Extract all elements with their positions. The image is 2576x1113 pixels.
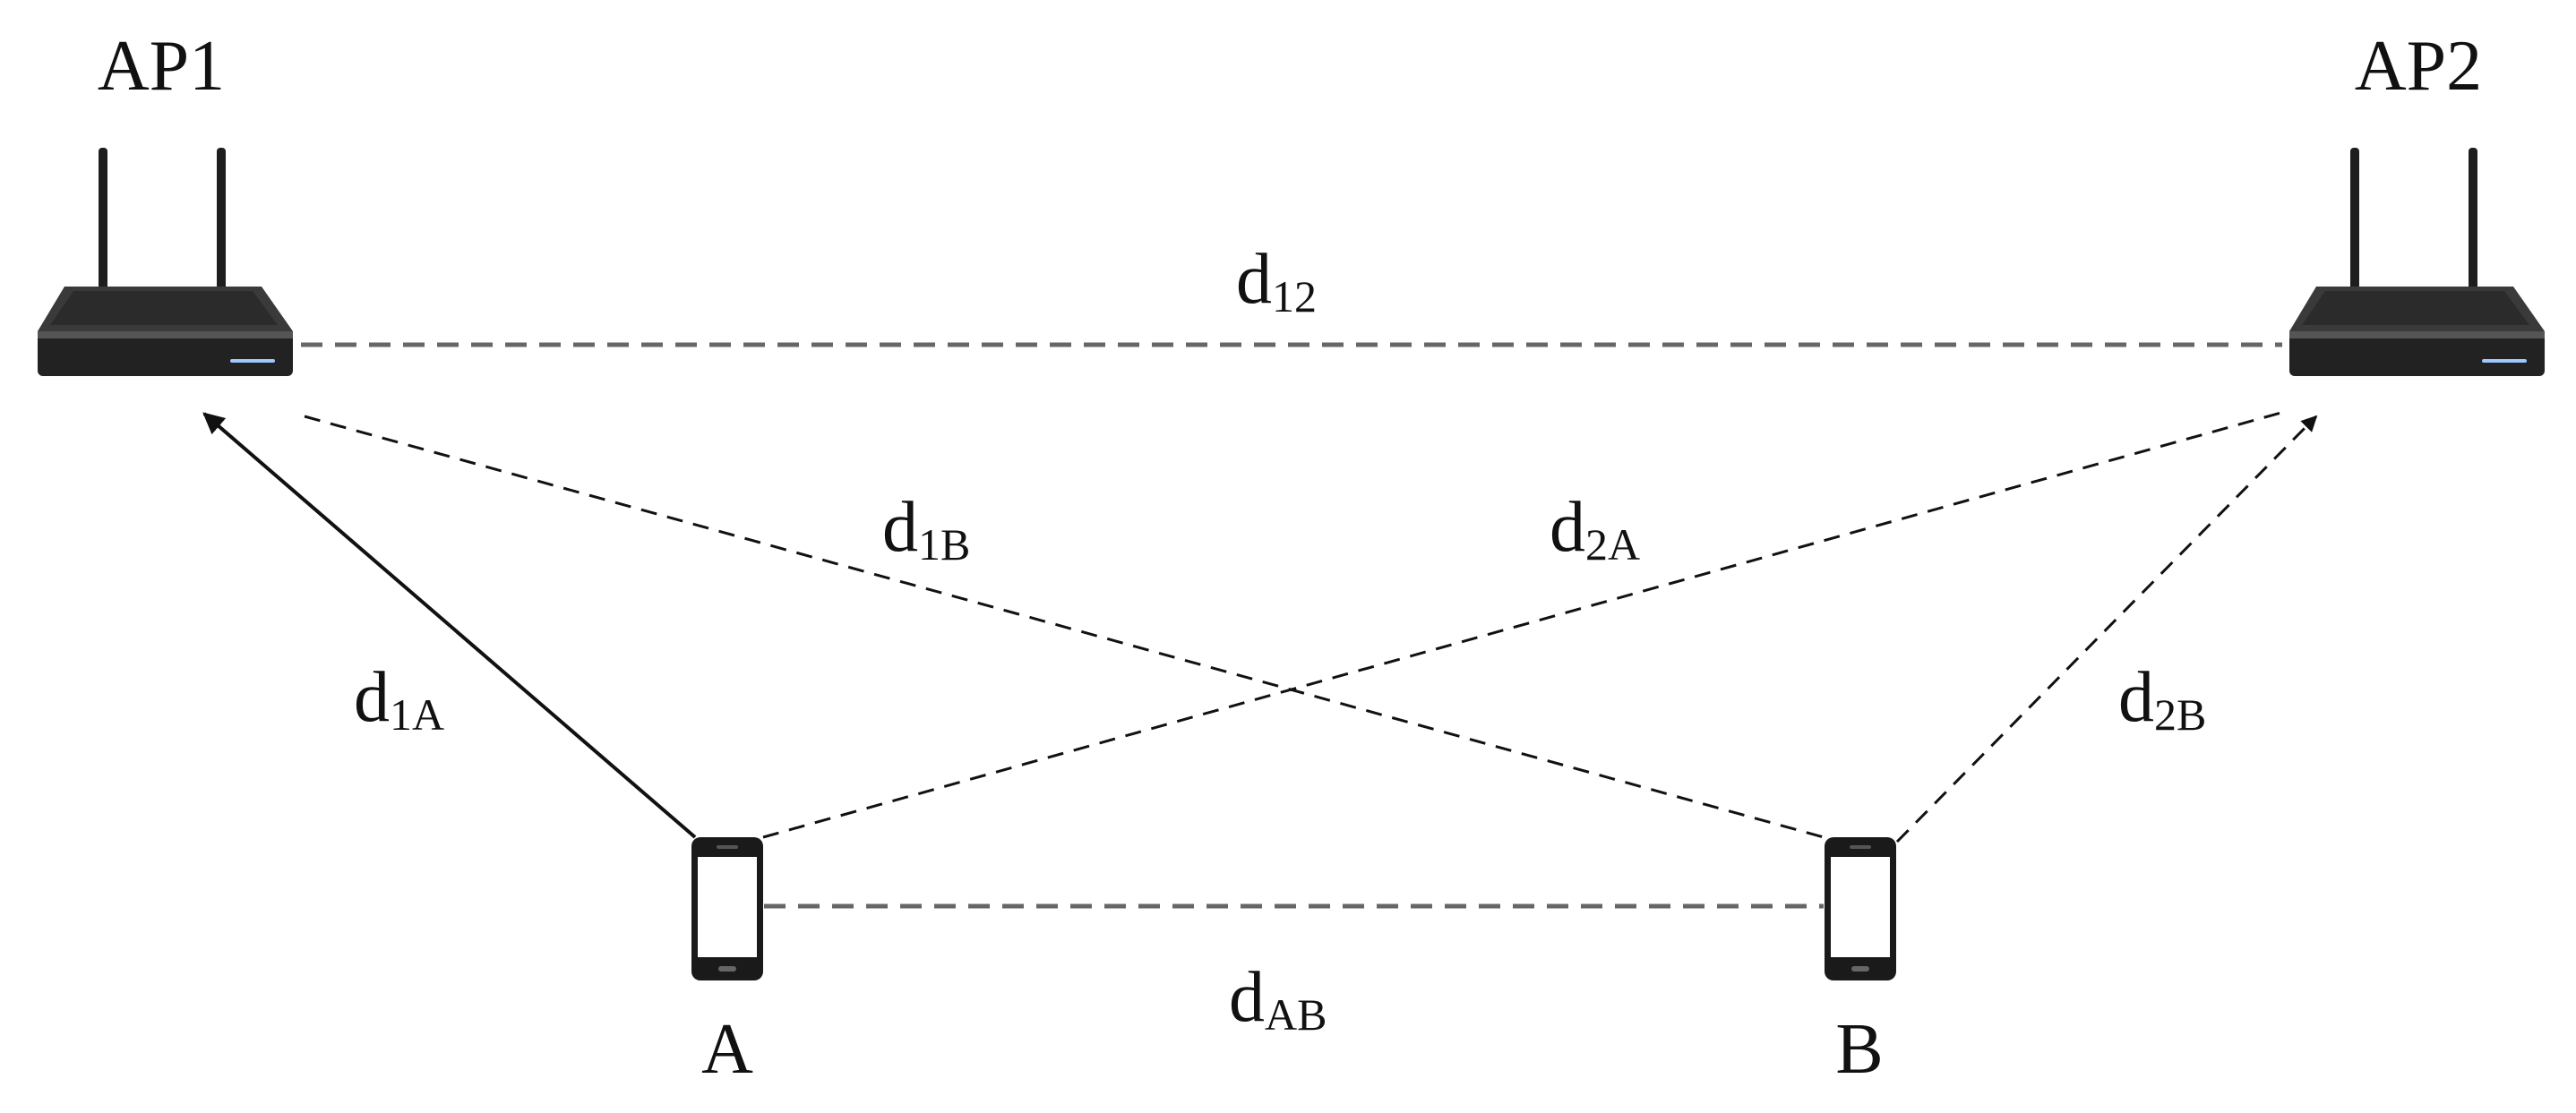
edge-d1A (202, 412, 697, 839)
edge-d2B (1895, 415, 2318, 843)
smartphone-icon (1825, 837, 1896, 980)
ap2-label: AP2 (2355, 27, 2482, 106)
label-d2A: d2A (1550, 488, 1640, 569)
router-icon (38, 148, 293, 376)
router-icon (2289, 148, 2545, 376)
label-d1B: d1B (882, 488, 970, 569)
label-d2B: d2B (2118, 658, 2206, 740)
label-dAB: dAB (1229, 958, 1327, 1040)
a-label: A (701, 1010, 753, 1089)
label-d1A: d1A (354, 658, 444, 740)
edge-d2A (762, 410, 2285, 839)
b-label: B (1835, 1010, 1883, 1089)
label-d12: d12 (1236, 240, 1317, 321)
ap1-label: AP1 (98, 27, 225, 106)
edge-d1B (304, 415, 1825, 839)
smartphone-icon (691, 837, 763, 980)
